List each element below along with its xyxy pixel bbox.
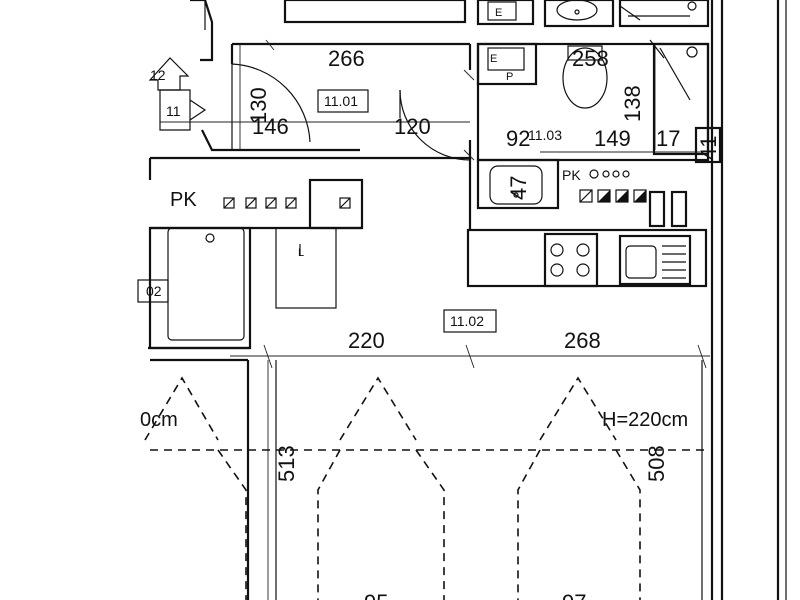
washbasin — [468, 158, 560, 230]
room-tag-11-03: 11.03 — [528, 127, 562, 143]
dim-47: 47 — [506, 176, 531, 200]
dim-266: 266 — [328, 46, 365, 71]
dim-130: 130 — [246, 87, 271, 124]
stair-arrow — [148, 0, 225, 152]
dim-120: 120 — [394, 114, 431, 139]
bathroom-11-03 — [476, 39, 722, 164]
label-pk-right: PK — [562, 167, 581, 183]
dim-508: 508 — [644, 445, 669, 482]
label-height-left: 0cm — [140, 409, 178, 431]
dim-95: 95 — [364, 590, 388, 600]
stair-step-12: 12 — [150, 67, 166, 83]
dim-220: 220 — [348, 328, 385, 353]
bathtub — [148, 226, 252, 350]
tag-box-11-01 — [317, 89, 369, 113]
room-tag-11-02: 11.02 — [450, 313, 484, 329]
top-rooms — [190, 0, 710, 62]
label-l-mid: L — [298, 247, 304, 259]
dim-92: 92 — [506, 126, 530, 151]
room-tag-11-01: 11.01 — [324, 93, 358, 109]
dim-149: 149 — [594, 126, 631, 151]
tag-box-02 — [137, 279, 169, 303]
dimension-lines — [160, 39, 710, 600]
room-11-01-walls — [150, 42, 472, 161]
label-pk-left: PK — [170, 189, 197, 211]
tag-box-11-02 — [443, 309, 497, 333]
dim-268: 268 — [564, 328, 601, 353]
dim-41: 41 — [696, 136, 721, 160]
dim-513: 513 — [274, 445, 299, 482]
label-e-mid: E — [490, 53, 497, 65]
dim-97: 97 — [562, 590, 586, 600]
right-exterior-wall — [710, 0, 787, 600]
stair-step-11: 11 — [166, 103, 181, 119]
room-tag-02: 02 — [146, 283, 162, 299]
dim-258: 258 — [572, 46, 609, 71]
dim-138: 138 — [620, 85, 645, 122]
label-height-right: H=220cm — [602, 409, 688, 431]
dim-17: 17 — [656, 126, 680, 151]
kitchen-counter — [466, 228, 708, 288]
label-p-mid: P — [506, 71, 513, 83]
label-e-top: E — [495, 7, 502, 19]
pk-boxes-right — [579, 169, 688, 228]
storage-box — [275, 227, 337, 309]
parking-area — [144, 358, 710, 600]
dim-146: 146 — [252, 114, 289, 139]
